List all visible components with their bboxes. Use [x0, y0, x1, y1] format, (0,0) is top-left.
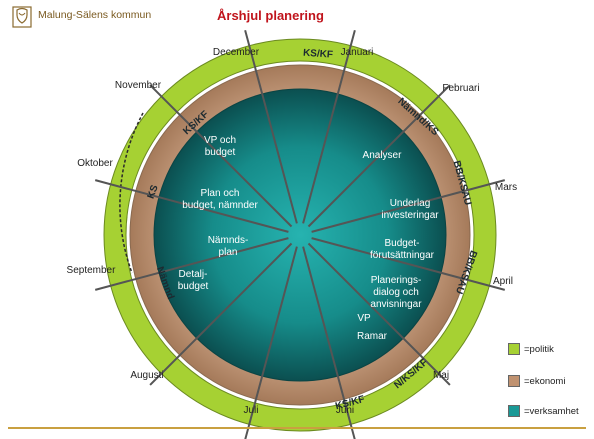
activity-label-7: Detalj-budget — [178, 269, 209, 292]
month-spoke-1 — [302, 29, 356, 224]
activity-label-3: Budget-förutsättningar — [370, 238, 435, 261]
legend-swatch — [508, 405, 520, 417]
page-title: Årshjul planering — [217, 8, 324, 23]
legend-item-1: =politik — [508, 343, 554, 355]
municipality-logo-icon — [12, 6, 32, 28]
month-spoke-5 — [307, 242, 451, 386]
organization-name: Malung-Sälens kommun — [38, 9, 152, 21]
month-label-11: November — [115, 80, 162, 91]
month-spoke-10 — [94, 179, 289, 233]
activity-label-1: Analyser — [363, 150, 403, 161]
month-spoke-11 — [149, 84, 293, 228]
month-spoke-3 — [311, 179, 506, 233]
month-spoke-12 — [244, 29, 298, 224]
political-label-1: KS/KF — [303, 48, 334, 61]
legend-item-2: =ekonomi — [508, 375, 565, 387]
month-label-2: Februari — [442, 83, 479, 94]
activity-label-8: Nämnds-plan — [208, 235, 249, 258]
month-spoke-8 — [149, 242, 293, 386]
month-label-4: April — [493, 276, 513, 287]
month-label-7: Juli — [243, 405, 258, 416]
month-spoke-6 — [302, 246, 356, 439]
month-spoke-2 — [307, 84, 451, 228]
legend-swatch — [508, 375, 520, 387]
month-spoke-4 — [311, 237, 506, 291]
month-label-3: Mars — [495, 182, 517, 193]
month-label-12: December — [213, 47, 260, 58]
month-label-10: Oktober — [77, 158, 113, 169]
month-label-9: September — [67, 265, 117, 276]
month-label-5: Maj — [433, 370, 449, 381]
legend-item-3: =verksamhet — [508, 405, 579, 417]
ks-segment-outline — [119, 112, 144, 274]
activity-label-6: Ramar — [357, 331, 388, 342]
legend-label: =ekonomi — [524, 375, 566, 387]
bottom-divider — [8, 427, 586, 429]
month-label-8: Augusti — [130, 370, 163, 381]
political-label-8: KS — [146, 183, 161, 200]
month-label-6: Juni — [336, 405, 354, 416]
month-spoke-7 — [244, 246, 298, 439]
month-spoke-9 — [94, 237, 289, 291]
legend-label: =politik — [524, 343, 554, 355]
legend-swatch — [508, 343, 520, 355]
legend-label: =verksamhet — [524, 405, 579, 417]
month-spokes — [94, 29, 506, 439]
month-label-1: Januari — [341, 47, 374, 58]
activity-label-5: VP — [357, 313, 371, 324]
